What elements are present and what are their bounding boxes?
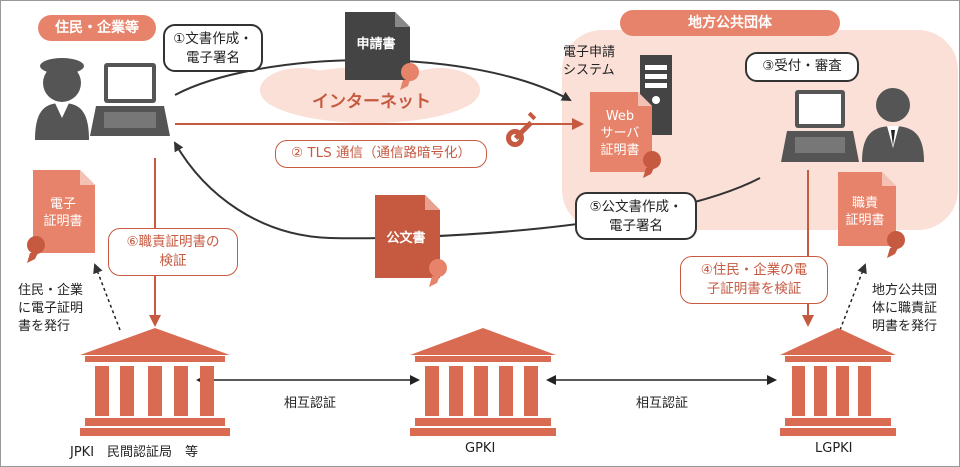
server-icon — [640, 55, 672, 135]
gov-laptop-icon — [781, 90, 859, 162]
header-local-gov: 地方公共団体 — [620, 10, 840, 36]
e-app-system-label: 電子申請 システム — [563, 45, 616, 78]
job-cert-icon — [838, 172, 905, 258]
right-issue-arrow — [839, 263, 867, 331]
official-doc-label: 公文書 — [386, 231, 426, 246]
internet-label: インターネット — [312, 92, 431, 112]
lgpki-building-icon — [780, 328, 896, 436]
citizen-laptop-icon — [90, 63, 170, 136]
mutual-auth-right-label: 相互認証 — [636, 396, 689, 411]
mutual-auth-left-label: 相互認証 — [284, 396, 337, 411]
step5-box: ⑤公文書作成・ 電子署名 — [575, 192, 697, 240]
step2-box: ② TLS 通信（通信路暗号化） — [275, 140, 487, 168]
web-server-cert-icon — [590, 92, 661, 178]
org-lgpki-label: LGPKI — [815, 441, 853, 456]
citizen-icon — [35, 58, 89, 140]
step6-box: ⑥職責証明書の 検証 — [108, 228, 238, 276]
job-cert-label: 職責 証明書 — [845, 196, 885, 228]
note-left-issue: 住民・企業 に電子証明 書を発行 — [18, 283, 84, 334]
e-cert-icon — [27, 170, 95, 263]
jpki-building-icon — [80, 328, 230, 436]
step4-box: ④住民・企業の電 子証明書を検証 — [680, 256, 828, 304]
gpki-building-icon — [410, 328, 556, 436]
org-gpki-label: GPKI — [465, 441, 496, 456]
note-right-issue: 地方公共団 体に職責証 明書を発行 — [872, 283, 938, 334]
header-citizen: 住民・企業等 — [38, 15, 156, 41]
official-doc-icon — [375, 195, 447, 287]
web-server-cert-label: Web サーバ 証明書 — [600, 109, 640, 158]
internet-cloud — [260, 67, 480, 123]
e-cert-label: 電子 証明書 — [43, 197, 83, 229]
step1-box: ①文書作成・ 電子署名 — [163, 24, 263, 72]
application-doc-label: 申請書 — [356, 37, 396, 52]
application-doc-icon — [345, 12, 419, 90]
step3-box: ③受付・審査 — [745, 52, 859, 82]
org-jpki-label: JPKI 民間認証局 等 — [70, 445, 199, 460]
key-icon — [506, 111, 537, 147]
official-icon — [862, 88, 924, 162]
